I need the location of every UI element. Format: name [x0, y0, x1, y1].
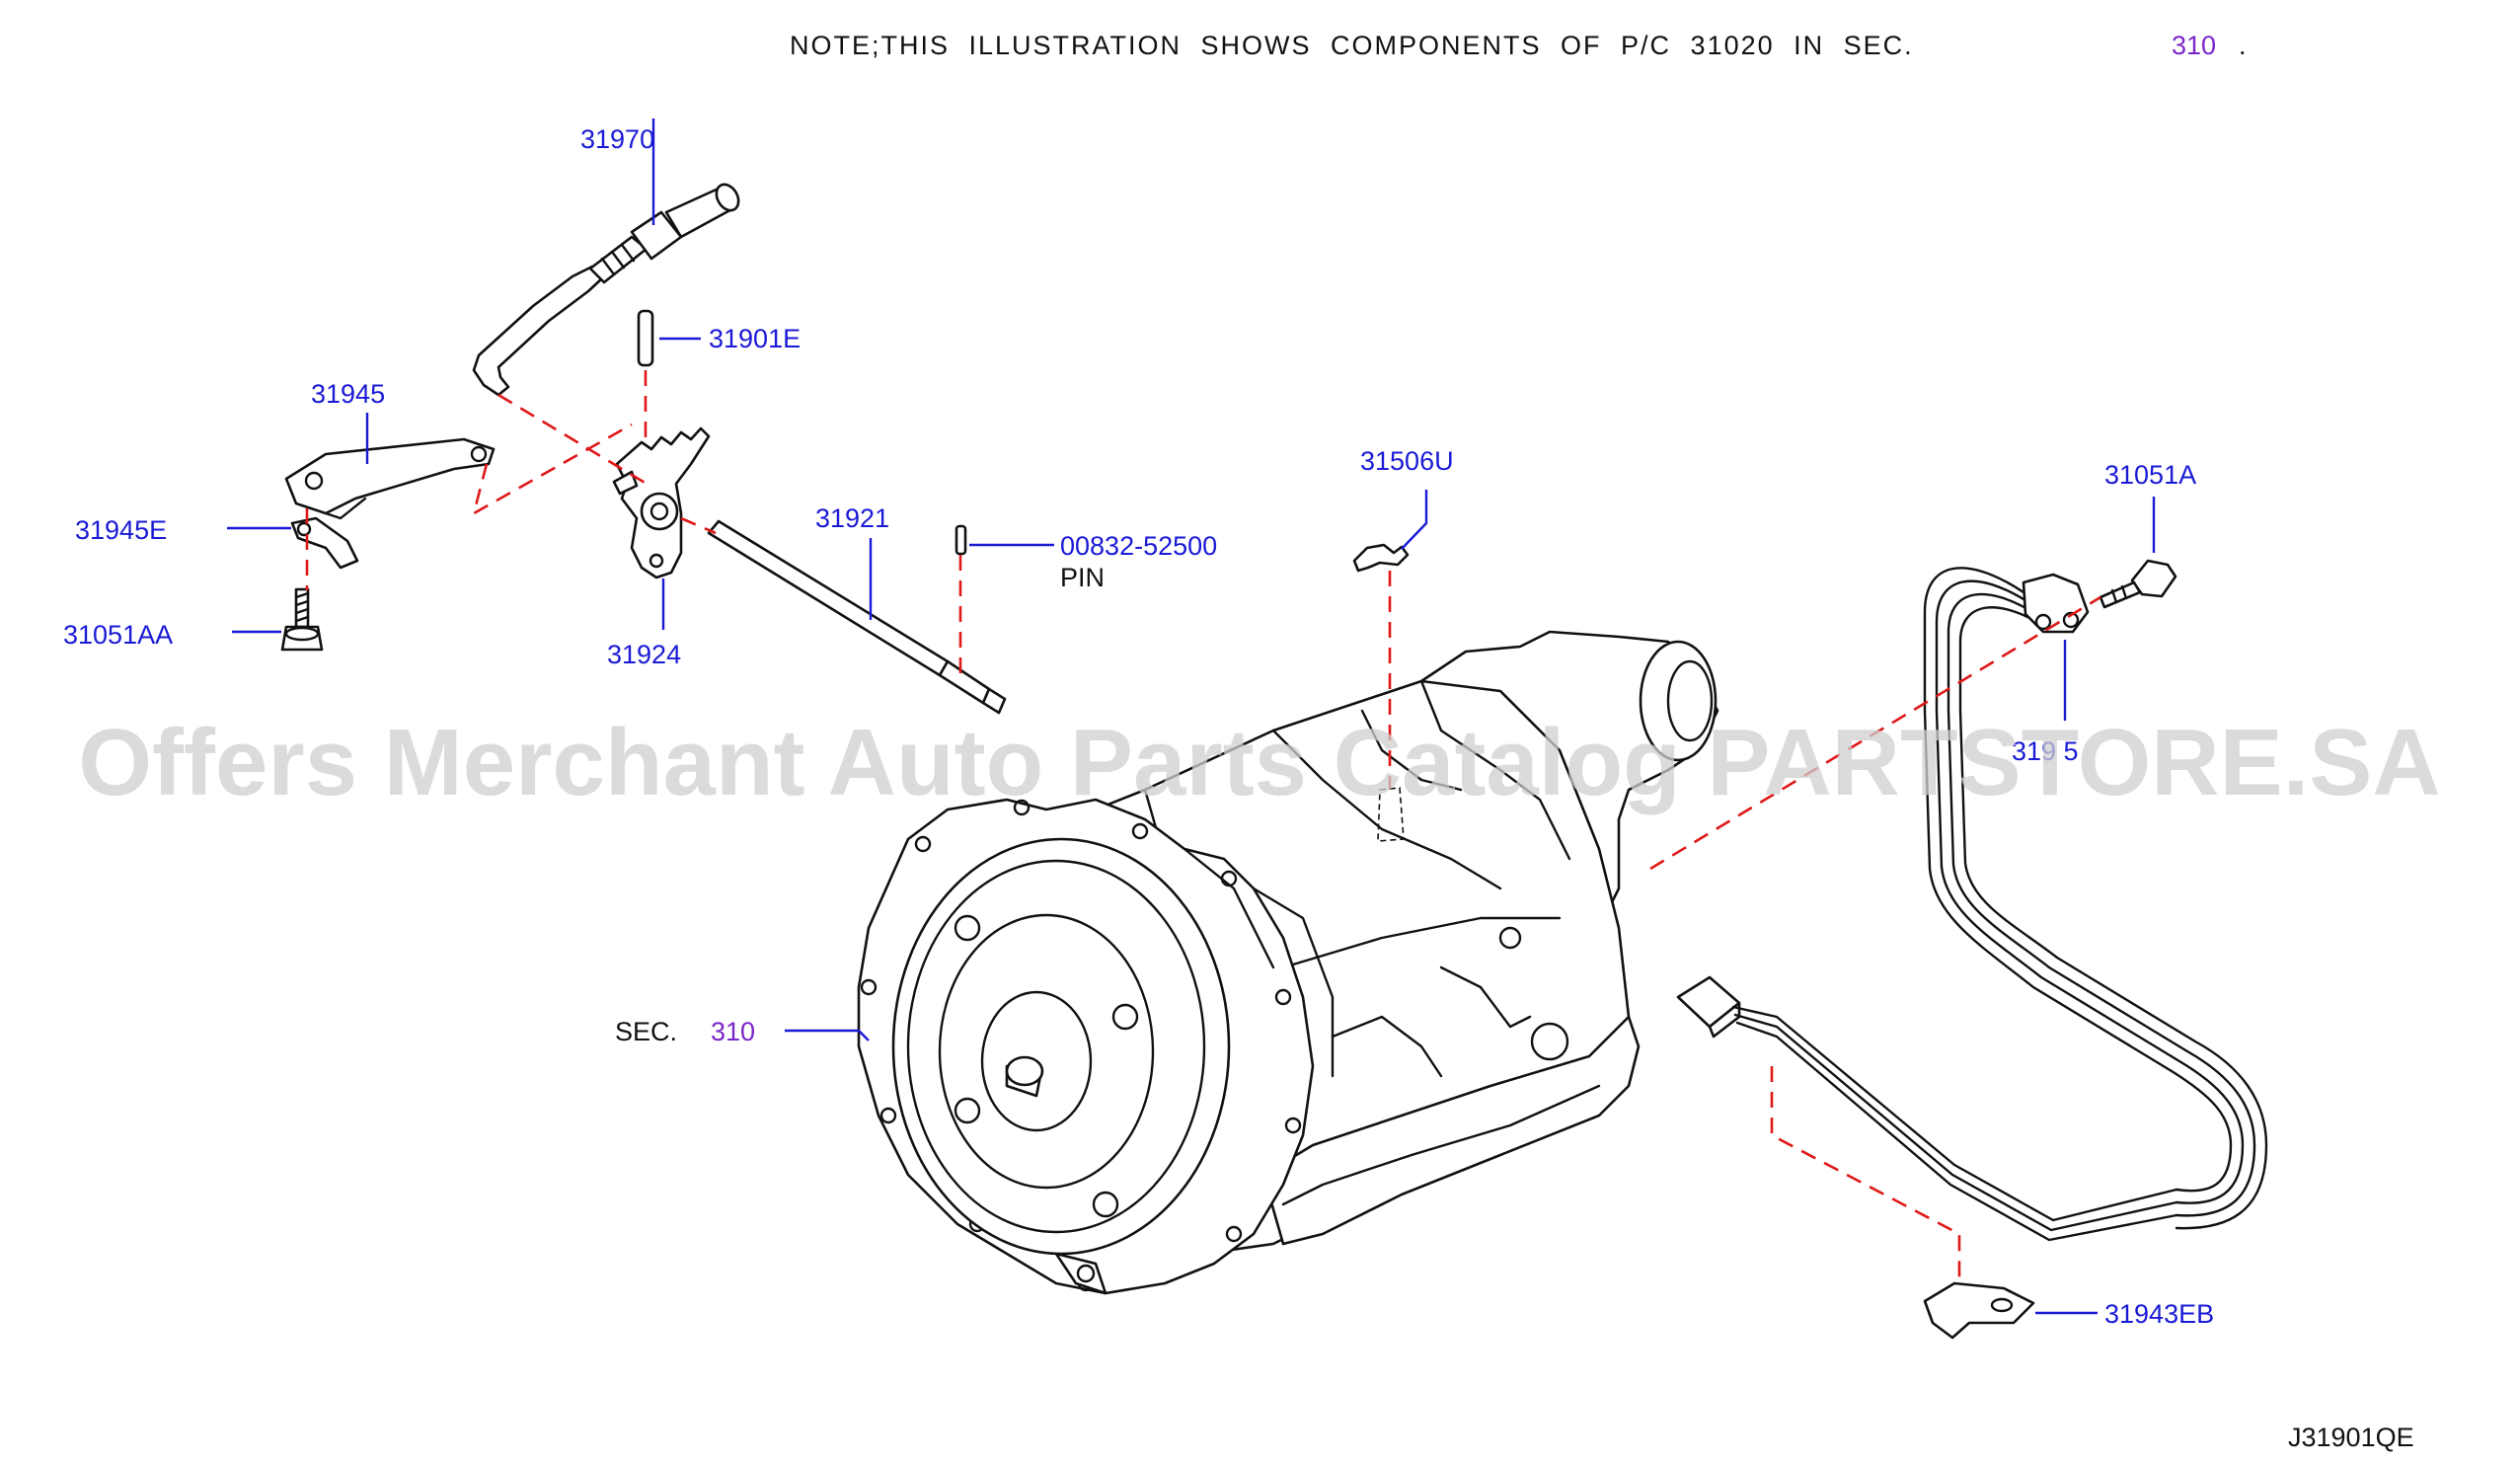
label-31921[interactable]: 31921 [815, 503, 889, 533]
plug-phantom [1377, 787, 1405, 842]
part-31051a-bolt[interactable] [2099, 497, 2177, 609]
note-text: NOTE;THIS ILLUSTRATION SHOWS COMPONENTS … [790, 31, 1914, 60]
label-31506u[interactable]: 31506U [1360, 446, 1454, 476]
part-31945-bracket[interactable] [284, 413, 496, 520]
assembly-dash-lines [305, 370, 2101, 1278]
sec-310-link[interactable]: 310 [711, 1017, 755, 1046]
label-31945e[interactable]: 31945E [75, 515, 167, 545]
part-31901e-pin[interactable] [637, 309, 701, 367]
note-period: . [2239, 31, 2247, 60]
note-section-link[interactable]: 310 [2172, 31, 2216, 60]
label-31051a[interactable]: 31051A [2104, 460, 2196, 490]
part-31935-harness[interactable] [1923, 567, 2268, 1230]
part-31943eb-clip[interactable] [1923, 1281, 2098, 1340]
sec-prefix: SEC. [615, 1017, 677, 1046]
sec-310-leader [785, 1029, 870, 1041]
label-31935[interactable]: 319 5 [2012, 736, 2079, 766]
part-31051aa-bolt[interactable] [232, 587, 324, 652]
label-31945[interactable]: 31945 [311, 379, 385, 409]
label-pin: PIN [1060, 563, 1105, 592]
label-31943eb[interactable]: 31943EB [2104, 1299, 2214, 1329]
diagram-code: J31901QE [2288, 1423, 2414, 1452]
part-31970-control-rod[interactable] [472, 118, 743, 397]
part-31924-lever[interactable] [612, 426, 711, 630]
label-31924[interactable]: 31924 [607, 640, 681, 669]
label-31901e[interactable]: 31901E [709, 324, 801, 353]
watermark-text: Offers Merchant Auto Parts Catalog PARTS… [78, 710, 2440, 815]
part-31506u-seal[interactable] [1352, 490, 1428, 573]
transmission-assembly [857, 630, 1719, 1295]
part-31945e-bracket[interactable] [227, 516, 359, 570]
label-00832-52500[interactable]: 00832-52500 [1060, 531, 1217, 561]
part-00832-52500-pin[interactable] [955, 524, 1054, 556]
label-31051aa[interactable]: 31051AA [63, 620, 173, 650]
harness-connector[interactable] [1676, 975, 2178, 1242]
label-31970[interactable]: 31970 [580, 124, 654, 154]
part-31921-shaft[interactable] [707, 519, 1007, 715]
